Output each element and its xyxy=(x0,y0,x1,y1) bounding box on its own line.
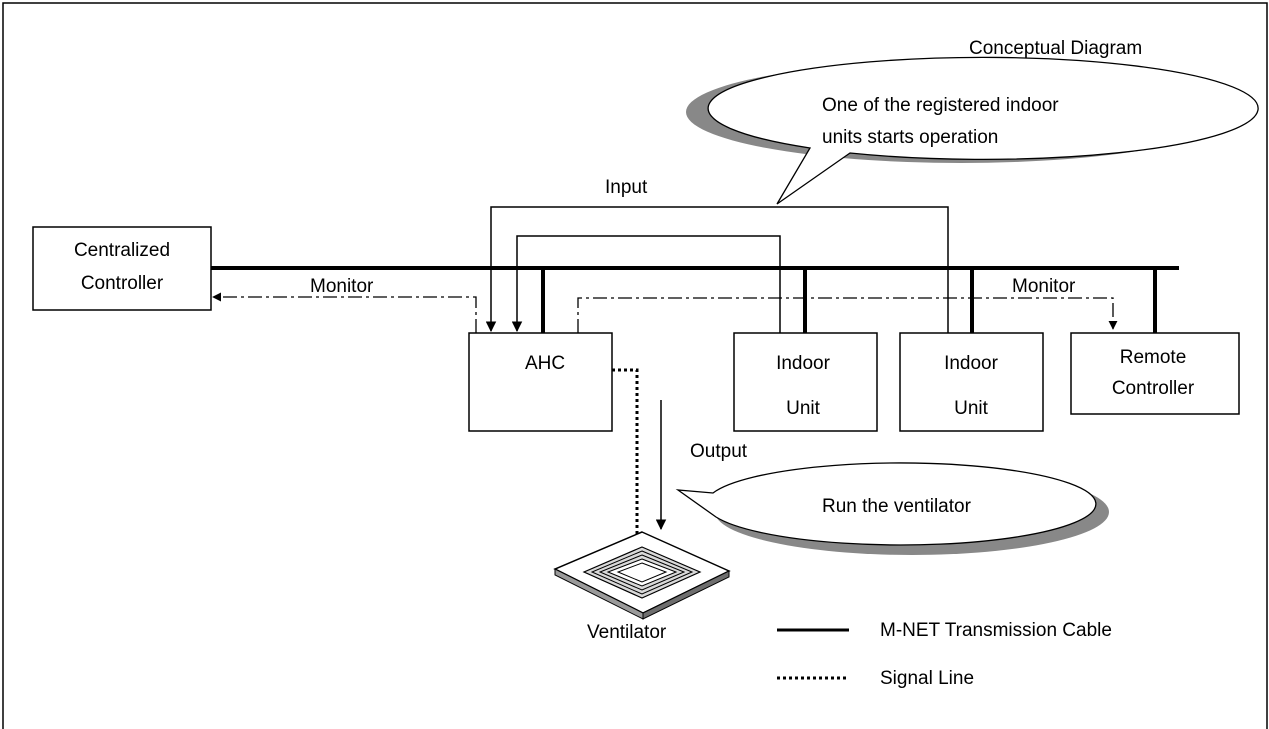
remote-controller-line1: Remote xyxy=(1120,347,1187,368)
indoor-unit-1-line1: Indoor xyxy=(776,353,831,374)
monitor-label-right: Monitor xyxy=(1012,276,1076,297)
ventilator-icon xyxy=(553,531,731,620)
callout-indoor-start-bubble xyxy=(707,56,1259,205)
indoor-unit-2-box xyxy=(899,332,1044,432)
output-label: Output xyxy=(690,441,748,462)
signal-line xyxy=(612,368,639,535)
centralized-controller-line2: Controller xyxy=(81,273,164,294)
callout-run-ventilator: Run the ventilator xyxy=(675,462,1109,555)
input-line-indoor-1 xyxy=(511,235,781,333)
ahc-box xyxy=(468,332,613,432)
legend-signal-label: Signal Line xyxy=(880,668,974,689)
indoor-unit-1-box xyxy=(733,332,878,432)
indoor-unit-2-line2: Unit xyxy=(954,398,989,419)
centralized-controller-box xyxy=(32,226,212,311)
legend-mnet-label: M-NET Transmission Cable xyxy=(880,620,1112,641)
input-label: Input xyxy=(605,177,648,198)
ventilator-label: Ventilator xyxy=(587,622,667,643)
monitor-line-right xyxy=(577,297,1118,333)
ahc-label: AHC xyxy=(525,353,565,374)
monitor-label-left: Monitor xyxy=(310,276,374,297)
remote-controller-line2: Controller xyxy=(1112,378,1195,399)
callout-indoor-start-line2: units starts operation xyxy=(822,127,998,148)
callout-indoor-start-line1: One of the registered indoor xyxy=(822,95,1059,116)
callout-indoor-start: One of the registered indoor units start… xyxy=(686,56,1259,205)
centralized-controller-line1: Centralized xyxy=(74,240,170,261)
legend: M-NET Transmission Cable Signal Line xyxy=(777,620,1112,689)
indoor-unit-2-line1: Indoor xyxy=(944,353,999,374)
remote-controller-box xyxy=(1070,332,1240,415)
callout-run-ventilator-text: Run the ventilator xyxy=(822,496,972,517)
monitor-line-left xyxy=(212,292,477,333)
diagram-title: Conceptual Diagram xyxy=(969,38,1142,59)
callout-run-ventilator-bubble xyxy=(675,462,1097,546)
indoor-unit-1-line2: Unit xyxy=(786,398,821,419)
input-line-indoor-2 xyxy=(485,206,949,333)
